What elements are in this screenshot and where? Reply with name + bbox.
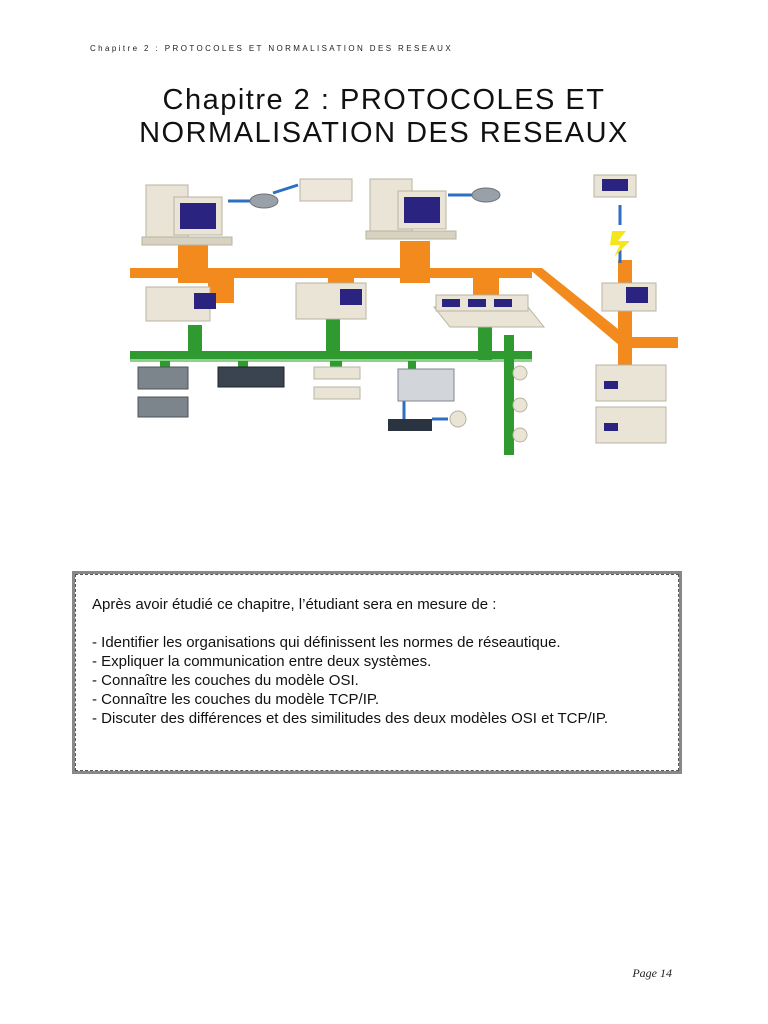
terminal-group [145,282,657,328]
objectives-intro: Après avoir étudié ce chapitre, l’étudia… [92,596,497,613]
page-title: Chapitre 2 : PROTOCOLES ET NORMALISATION… [0,84,768,150]
running-header: Chapitre 2 : PROTOCOLES ET NORMALISATION… [90,44,454,53]
list-item: - Expliquer la communication entre deux … [92,653,432,670]
list-item: - Discuter des différences et des simili… [92,710,609,727]
field-bus [130,315,532,455]
workstation-group [141,174,637,257]
network-diagram [130,174,678,455]
list-item: - Identifier les organisations qui défin… [92,634,561,651]
chapter-objectives-box: Après avoir étudié ce chapitre, l’étudia… [72,571,682,774]
page-number: Page 14 [632,966,672,980]
list-item: - Connaître les couches du modèle TCP/IP… [92,691,380,708]
field-devices [137,364,667,444]
title-line-1: Chapitre 2 : PROTOCOLES ET [162,84,606,116]
title-line-2: NORMALISATION DES RESEAUX [139,117,629,149]
objectives-list: - Identifier les organisations qui défin… [92,633,665,728]
list-item: - Connaître les couches du modèle OSI. [92,672,359,689]
